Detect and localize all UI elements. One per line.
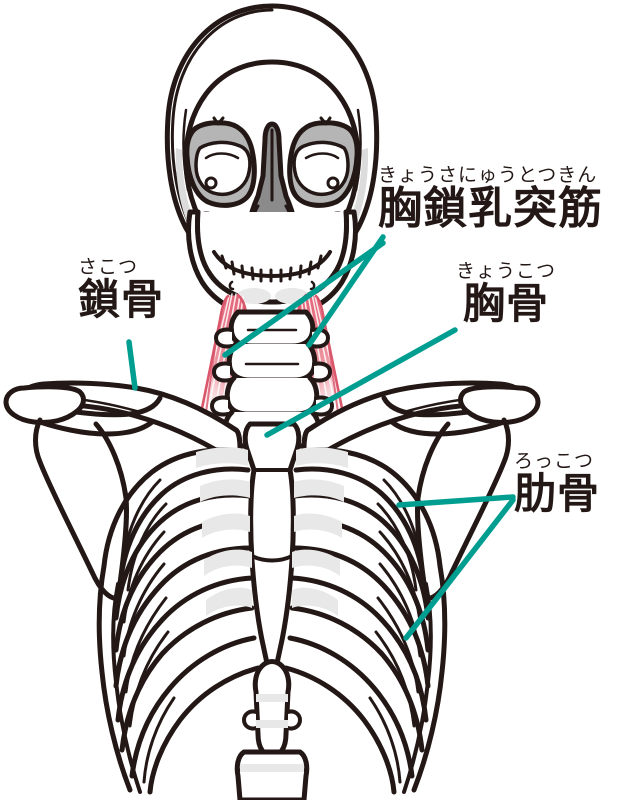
leader-line-ribs bbox=[396, 494, 516, 508]
ribs-left bbox=[96, 447, 261, 795]
furigana-clavicle: さこつ bbox=[78, 256, 139, 278]
mandible bbox=[186, 209, 358, 319]
label-clavicle: さこつ 鎖骨 bbox=[78, 258, 164, 321]
furigana-sternocleidomastoid: きょうさにゅうとつきん bbox=[378, 164, 598, 186]
furigana-ribs: ろっこつ bbox=[514, 450, 595, 472]
kanji-clavicle: 鎖骨 bbox=[78, 275, 165, 324]
lumbar-vertebra bbox=[234, 749, 310, 800]
scapula-left bbox=[3, 384, 163, 601]
label-sternocleidomastoid: きょうさにゅうとつきん 胸鎖乳突筋 bbox=[378, 166, 603, 231]
leader-line-ribs bbox=[403, 497, 516, 641]
kanji-sternum: 胸骨 bbox=[463, 279, 550, 328]
label-ribs: ろっこつ 肋骨 bbox=[514, 452, 600, 515]
kanji-ribs: 肋骨 bbox=[514, 469, 601, 518]
leader-line-sternum bbox=[264, 327, 458, 438]
leader-line-clavicle bbox=[126, 339, 138, 391]
furigana-sternum: きょうこつ bbox=[456, 260, 557, 282]
leader-line-scm bbox=[222, 240, 386, 358]
cranium bbox=[164, 3, 380, 256]
kanji-sternocleidomastoid: 胸鎖乳突筋 bbox=[378, 183, 603, 234]
label-sternum: きょうこつ 胸骨 bbox=[456, 262, 556, 325]
eye-sockets bbox=[184, 116, 360, 208]
temporal-shading bbox=[175, 148, 369, 236]
